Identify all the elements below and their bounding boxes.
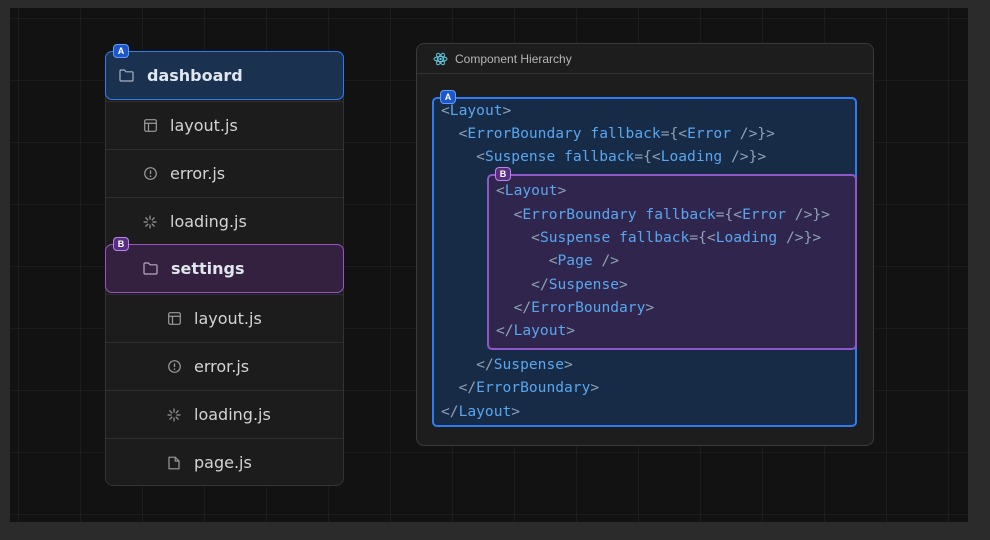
folder-row-dashboard[interactable]: dashboard — [105, 51, 344, 100]
code-line: <ErrorBoundary fallback={<Error />}> — [458, 125, 775, 142]
layout-box-b — [487, 174, 857, 350]
file-row-dashboard-layout[interactable]: layout.js — [106, 101, 343, 149]
error-icon — [143, 167, 157, 181]
badge-a: A — [113, 44, 129, 58]
code-line: </Suspense> — [476, 356, 573, 373]
code-line: </ErrorBoundary> — [513, 299, 655, 316]
file-name: error.js — [194, 357, 250, 376]
file-row-settings-error[interactable]: error.js — [106, 342, 343, 390]
code-line: </Layout> — [496, 322, 576, 339]
file-name: error.js — [170, 164, 226, 183]
panel-header: Component Hierarchy — [417, 44, 873, 74]
code-line: <Layout> — [496, 182, 567, 199]
code-line: <ErrorBoundary fallback={<Error />}> — [513, 206, 830, 223]
loading-icon — [143, 214, 157, 229]
react-icon — [433, 52, 448, 66]
file-row-settings-layout[interactable]: layout.js — [106, 294, 343, 342]
file-row-dashboard-error[interactable]: error.js — [106, 149, 343, 197]
layout-icon — [167, 312, 181, 326]
badge-b: B — [113, 237, 129, 251]
file-row-settings-page[interactable]: page.js — [106, 438, 343, 486]
layout-icon — [143, 119, 157, 133]
page-icon — [167, 456, 181, 470]
folder-name: settings — [171, 259, 245, 278]
code-line: <Suspense fallback={<Loading />}> — [531, 229, 822, 246]
file-name: page.js — [194, 453, 252, 472]
file-name: loading.js — [194, 405, 271, 424]
file-name: layout.js — [194, 309, 262, 328]
code-line: </Layout> — [441, 403, 521, 420]
file-row-settings-loading[interactable]: loading.js — [106, 390, 343, 438]
error-icon — [167, 360, 181, 374]
code-line: <Page /> — [548, 252, 620, 269]
code-line: </ErrorBoundary> — [458, 379, 600, 396]
folder-name: dashboard — [147, 66, 243, 85]
folder-row-settings[interactable]: settings — [105, 244, 344, 293]
loading-icon — [167, 407, 181, 422]
file-name: layout.js — [170, 116, 238, 135]
code-line: <Layout> — [441, 102, 512, 119]
folder-icon — [143, 262, 158, 276]
file-name: loading.js — [170, 212, 247, 231]
folder-icon — [119, 69, 134, 83]
badge-b: B — [495, 167, 511, 181]
file-row-dashboard-loading[interactable]: loading.js — [106, 197, 343, 245]
panel-title: Component Hierarchy — [455, 51, 572, 66]
code-line: </Suspense> — [531, 276, 628, 293]
badge-a: A — [440, 90, 456, 104]
code-line: <Suspense fallback={<Loading />}> — [476, 148, 767, 165]
